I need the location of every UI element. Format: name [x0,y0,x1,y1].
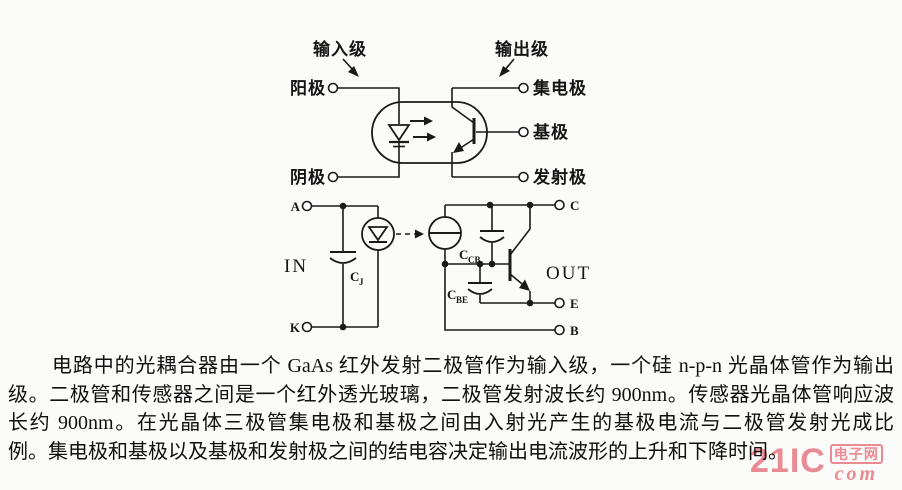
in-label: IN [284,256,308,277]
anode-label: 阳极 [290,79,326,98]
cap-ccb-label: C [459,247,468,262]
led-diode-symbol [361,206,395,327]
terminal-a [301,200,313,212]
cap-cbe-label: C [447,287,456,302]
base-lead-wire [444,264,555,331]
capacitor-cj-symbol [329,206,357,327]
collector-lead [451,88,475,124]
junction-dot [526,299,534,307]
terminal-e [554,297,565,309]
terminal-k-label: K [290,320,301,335]
input-stage-label: 输入级 [313,39,367,59]
equivalent-circuit: A IN C J K [284,198,591,338]
optocoupler-capsule-outline [371,101,488,164]
anode-wire [337,87,400,124]
junction-dot [339,323,347,331]
cap-ccb-subscript: CB [468,255,481,265]
output-stage-arrow-icon [499,58,515,77]
cap-cbe-subscript: BE [456,295,468,305]
paragraph-line: 级。二极管和传感器之间是一个红外透光玻璃，二极管发射波长约 900nm。传感器光… [8,383,894,406]
npn-transistor-symbol [508,205,531,303]
emitter-label: 发射极 [532,167,587,187]
coupling-arrow-icon [396,229,424,239]
cap-cj-subscript: J [359,277,364,287]
description-paragraph: 电路中的光耦合器由一个 GaAs 红外发射二极管作为输入级，一个硅 n-p-n … [8,352,894,466]
terminal-e-label: E [570,296,579,311]
out-label: OUT [546,263,591,284]
paragraph-line: 例。集电极和基极以及基极和发射极之间的结电容决定输出电流波形的上升和下降时间。 [8,440,788,463]
collector-terminal [518,82,529,94]
terminal-b [554,324,565,336]
cap-cj-label: C [350,269,359,284]
emitter-terminal [518,171,529,183]
paragraph-line: 电路中的光耦合器由一个 GaAs 红外发射二极管作为输入级，一个硅 n-p-n … [52,355,894,377]
input-stage-arrow-icon [342,58,359,77]
cathode-wire [337,143,400,178]
watermark-domain: com [834,463,879,485]
cathode-label: 阴极 [290,168,326,187]
output-stage-label: 输出级 [495,39,549,59]
circuit-figure: 输入级 输出级 阳极 阴极 [284,39,591,338]
base-label: 基极 [532,122,569,142]
optocoupler-schematic: 输入级 输出级 阳极 阴极 [290,39,587,187]
capacitor-ccb-symbol [479,205,505,264]
capacitor-cbe-symbol [467,264,493,303]
current-source-symbol [428,205,462,264]
collector-label: 集电极 [532,78,587,98]
terminal-k [301,321,313,333]
terminal-c [554,199,565,211]
terminal-c-label: C [570,198,579,213]
transistor-collector-lead [509,205,531,256]
base-terminal [518,126,529,138]
light-arrow-icon-2 [413,132,436,142]
anode-terminal [327,82,339,94]
terminal-a-label: A [291,199,301,214]
terminal-b-label: B [570,323,579,338]
cathode-terminal [327,171,339,183]
light-arrow-icon-1 [410,116,433,126]
phototransistor-symbol [451,88,476,177]
paragraph-line: 长约 900nm。在光晶体三极管集电极和基极之间由入射光产生的基极电流与二极管发… [8,412,894,435]
led-symbol [387,124,411,148]
